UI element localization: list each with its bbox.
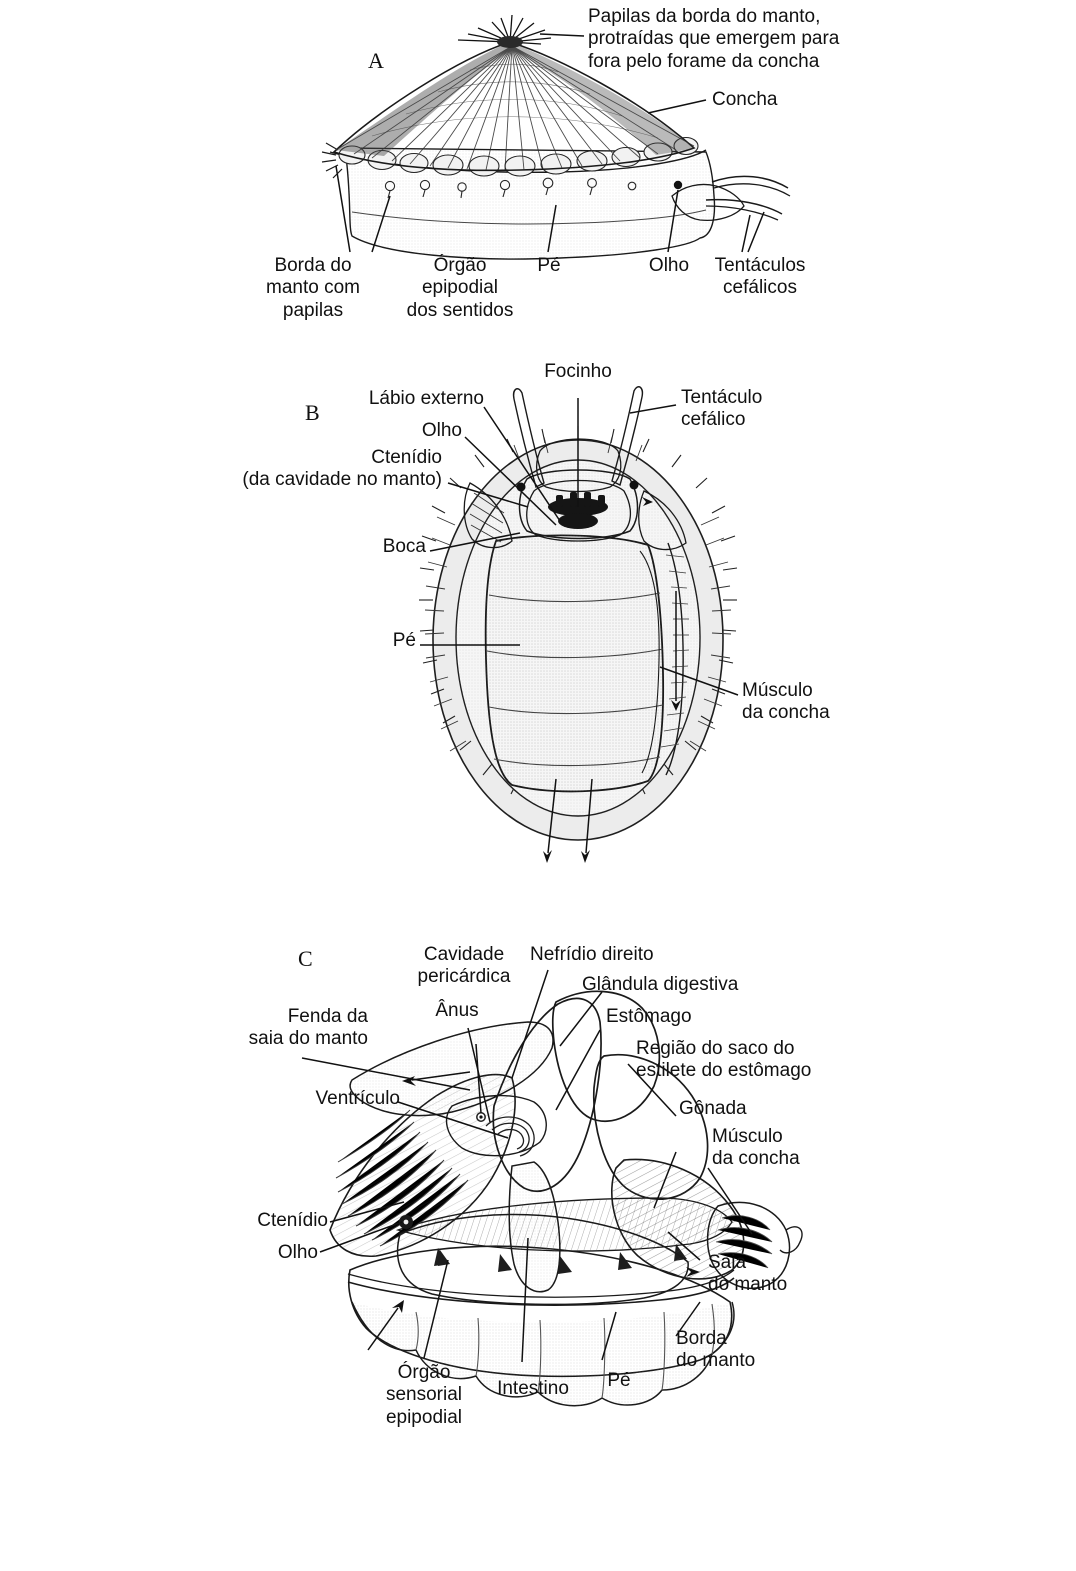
label-olho-c: Olho [277,1242,318,1263]
label-olho-b: Olho [421,420,462,441]
label-pe-b: Pé [392,630,416,651]
panel-a: A [0,0,1076,340]
label-concha: Concha [712,89,778,110]
panel-b-artwork [419,386,739,863]
label-estomago: Estômago [606,1006,692,1027]
label-olho-a: Olho [648,255,690,276]
label-gonada: Gônada [679,1098,747,1119]
panel-c-letter: C [298,946,313,971]
panel-a-letter: A [368,48,384,73]
label-pe-c: Pé [607,1370,631,1391]
label-focinho: Focinho [544,361,612,382]
label-labio-externo: Lábio externo [368,388,484,409]
label-intestino: Intestino [497,1378,569,1399]
label-tentaculo-cefalico: Tentáculo cefálico [681,387,763,431]
label-orgao-epipodial: Órgão epipodial dos sentidos [406,255,514,321]
label-ctenidio-b: Ctenídio (da cavidade no manto) [242,447,442,491]
label-borda-manto-papilas: Borda do manto com papilas [266,255,360,321]
panel-c-artwork [301,969,803,1407]
label-nefridio-direito: Nefrídio direito [530,944,654,965]
panel-c: C [0,930,1076,1571]
label-orgao-sensorial-epipodial: Órgão sensorial epipodial [385,1362,463,1428]
label-musculo-concha-b: Músculo da concha [742,680,830,724]
label-regiao-saco-estilete: Região do saco do estilete do estômago [636,1038,812,1082]
label-cavidade-pericardica: Cavidade pericárdica [417,944,511,988]
panel-a-artwork [321,14,791,260]
panel-b-letter: B [305,400,320,425]
label-pe-a: Pé [537,255,561,276]
label-saia-manto: Saia do manto [708,1252,788,1296]
label-fenda-saia-manto: Fenda da saia do manto [248,1006,368,1050]
label-musculo-concha-c: Músculo da concha [712,1126,800,1170]
label-ctenidio-c: Ctenídio [257,1210,328,1231]
label-ventriculo: Ventrículo [315,1088,401,1109]
label-tentaculos-cefalicos: Tentáculos cefálicos [714,255,806,299]
panel-b: B [0,355,1076,915]
label-anus: Ânus [435,1000,479,1021]
label-borda-manto-c: Borda do manto [676,1328,756,1372]
label-boca: Boca [382,536,426,557]
label-glandula-digestiva: Glândula digestiva [582,974,739,995]
label-papilas-manto: Papilas da borda do manto, protraídas qu… [588,6,840,72]
